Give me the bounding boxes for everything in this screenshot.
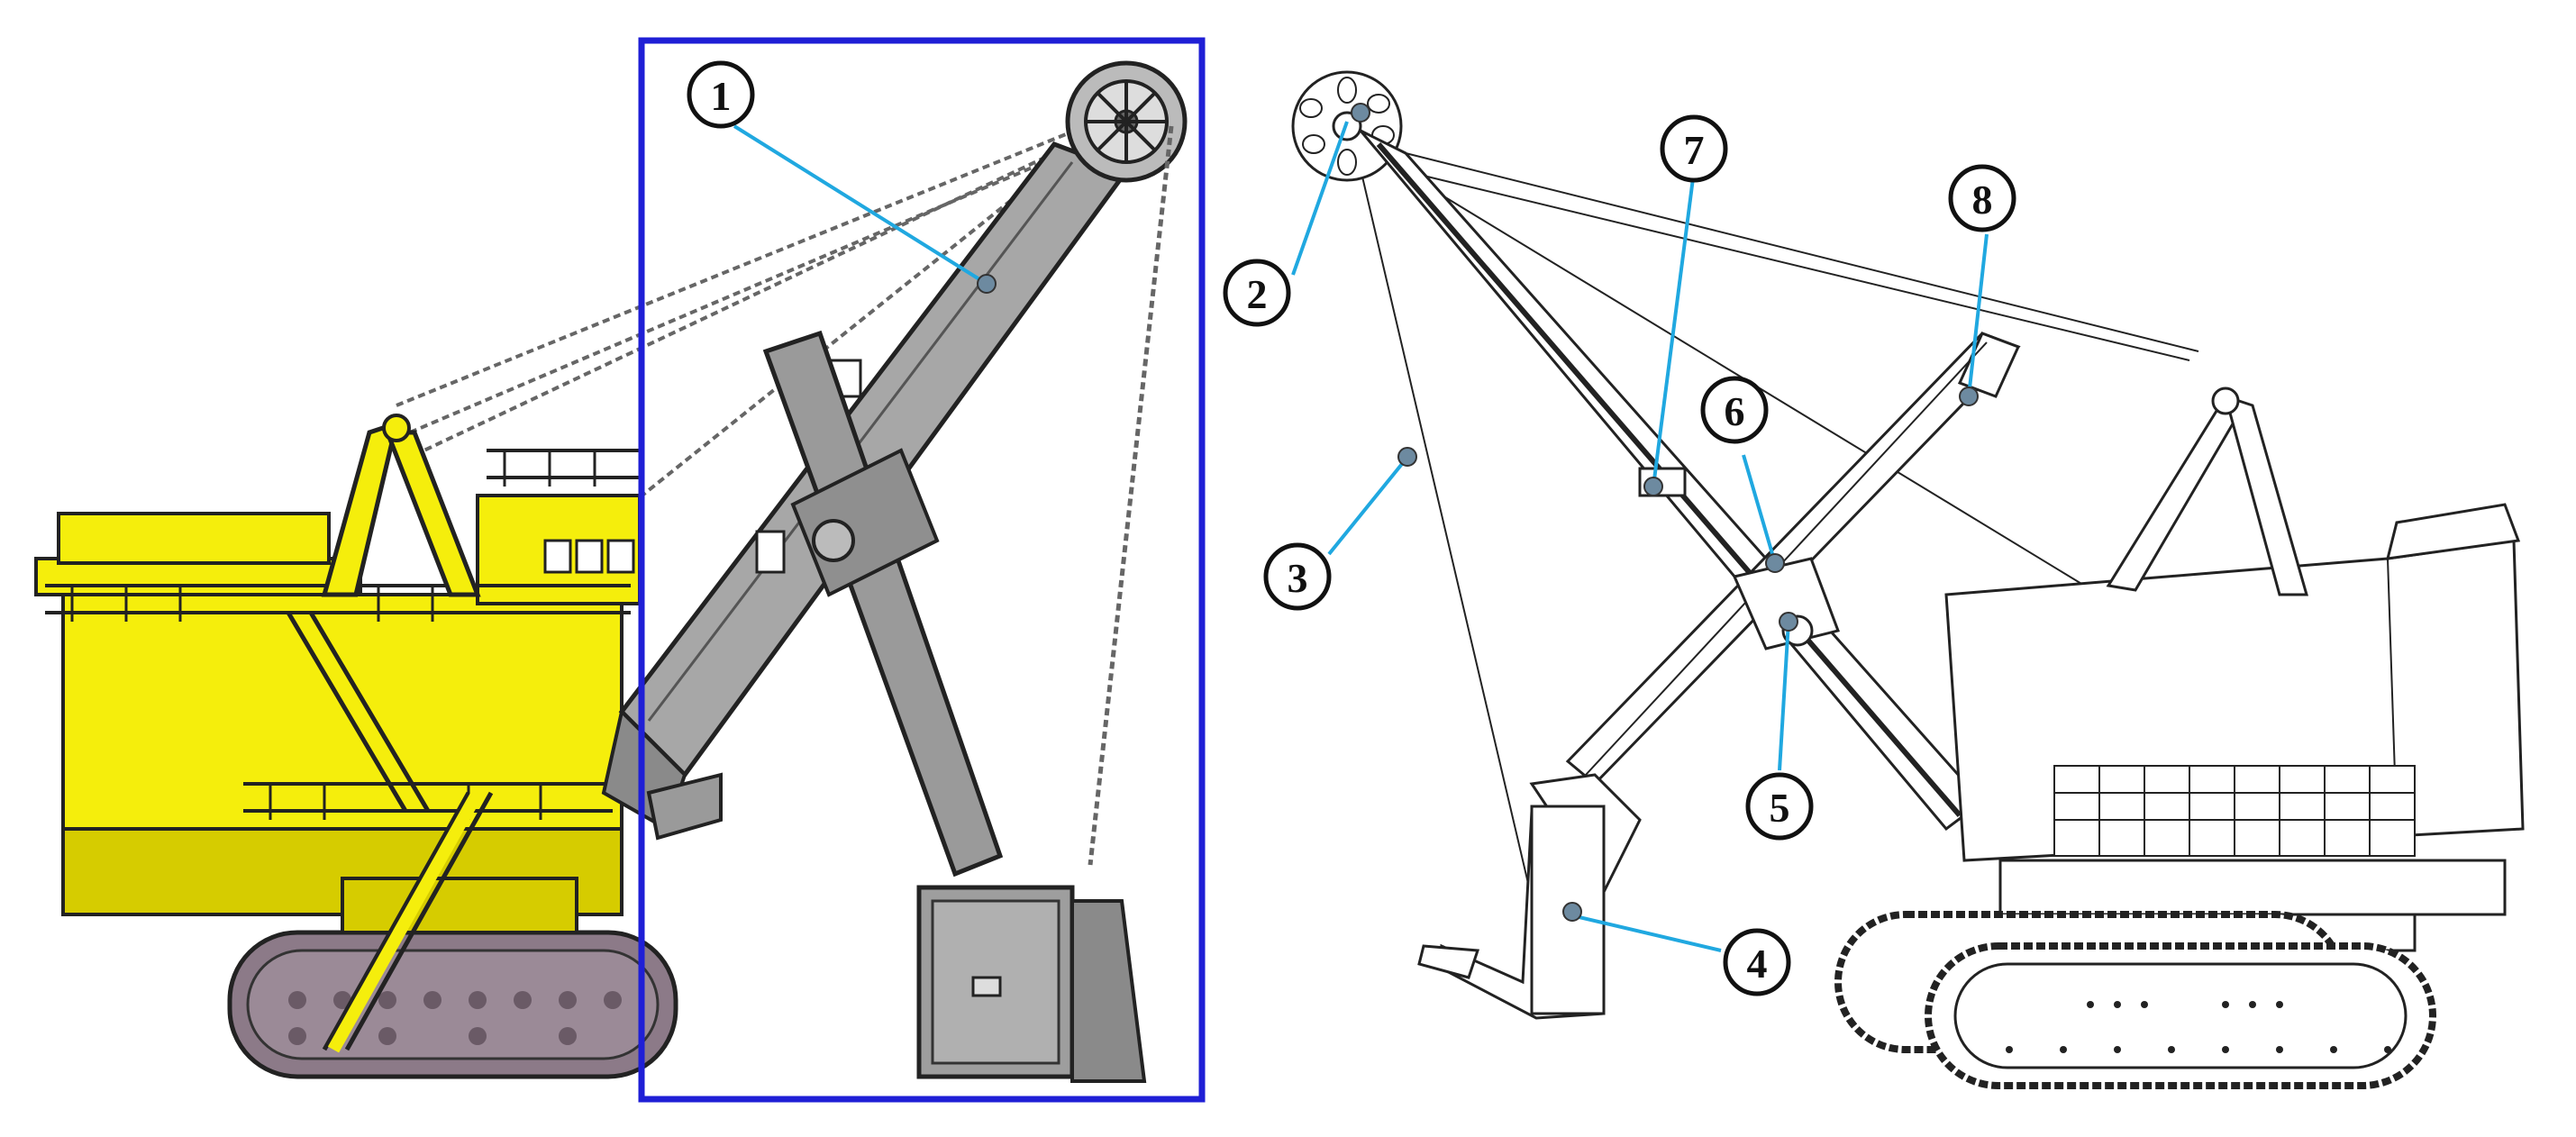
callout-3: 3	[1263, 542, 1332, 611]
leader-dots	[977, 103, 1979, 922]
machinery-house	[34, 414, 642, 1053]
crawler-tracks-right	[1834, 911, 2436, 1089]
front-attachment-highlight-frame	[638, 37, 1206, 1103]
saddle-block	[646, 772, 723, 841]
dipper	[916, 885, 1147, 1083]
callout-7-label: 7	[1684, 127, 1705, 173]
dipper-handle	[762, 330, 1004, 878]
hoist-rope-vertical	[1088, 125, 1174, 866]
callout-4-label: 4	[1747, 941, 1768, 987]
callout-4: 4	[1723, 928, 1791, 996]
callout-2: 2	[1223, 259, 1291, 327]
line-drawing-shovel	[1291, 70, 2525, 1089]
callout-2-label: 2	[1247, 271, 1268, 317]
callout-8: 8	[1948, 164, 2016, 232]
callout-3-label: 3	[1288, 555, 1308, 601]
crawler-track-left	[227, 930, 678, 1079]
colored-shovel-illustration	[34, 60, 1188, 1083]
callout-5: 5	[1745, 772, 1814, 841]
callout-8-label: 8	[1972, 177, 1993, 223]
callout-5-label: 5	[1770, 785, 1790, 831]
callout-6-label: 6	[1725, 388, 1745, 434]
callout-1: 1	[687, 60, 755, 129]
callout-7: 7	[1660, 114, 1728, 183]
boom-point-sheave	[1065, 60, 1188, 183]
callout-6: 6	[1700, 376, 1769, 444]
callout-1-label: 1	[711, 73, 732, 119]
leader-lines	[733, 121, 1989, 952]
